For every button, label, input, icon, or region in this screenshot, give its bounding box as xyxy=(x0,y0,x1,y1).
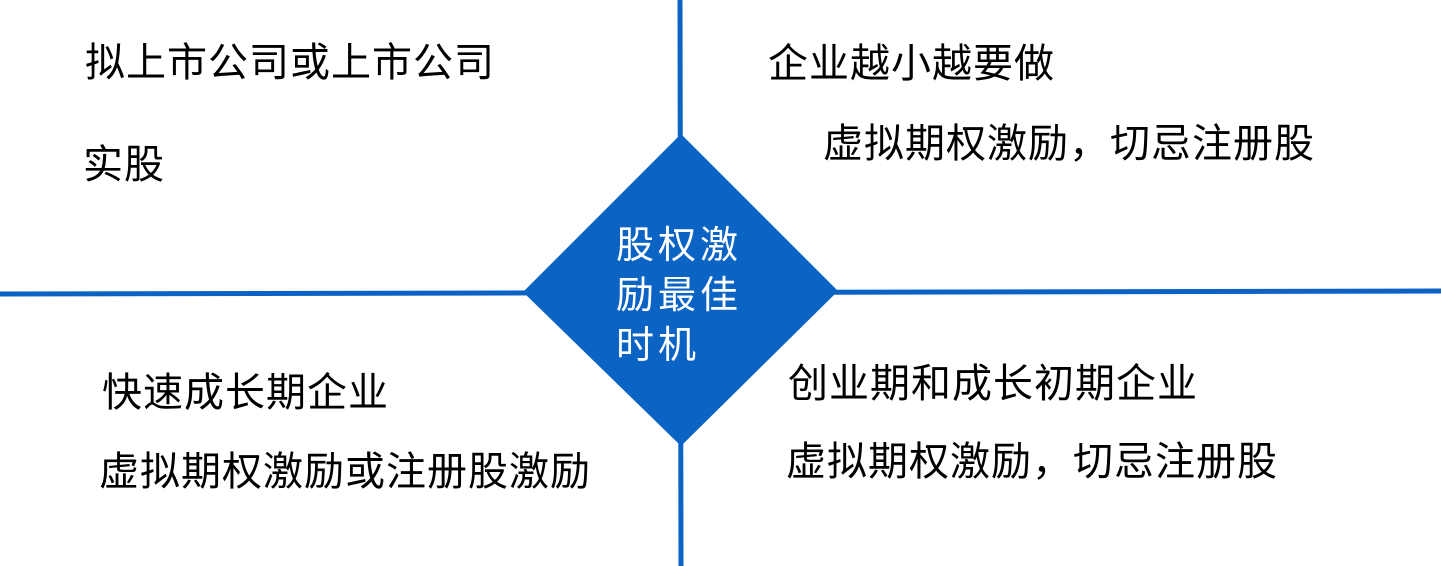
bottom-right-line1: 创业期和成长初期企业 xyxy=(788,361,1198,407)
bottom-left-line2: 虚拟期权激励或注册股激励 xyxy=(99,449,591,495)
top-right-line2: 虚拟期权激励，切忌注册股 xyxy=(823,121,1315,167)
top-left-line1: 拟上市公司或上市公司 xyxy=(85,40,495,86)
top-left-line2: 实股 xyxy=(83,142,165,188)
bottom-right-line2: 虚拟期权激励，切忌注册股 xyxy=(786,439,1278,485)
center-diamond xyxy=(523,134,838,446)
bottom-left-line1: 快速成长期企业 xyxy=(102,370,389,416)
top-right-line1: 企业越小越要做 xyxy=(768,41,1055,87)
center-title: 股权激励最佳时机 xyxy=(616,223,743,367)
